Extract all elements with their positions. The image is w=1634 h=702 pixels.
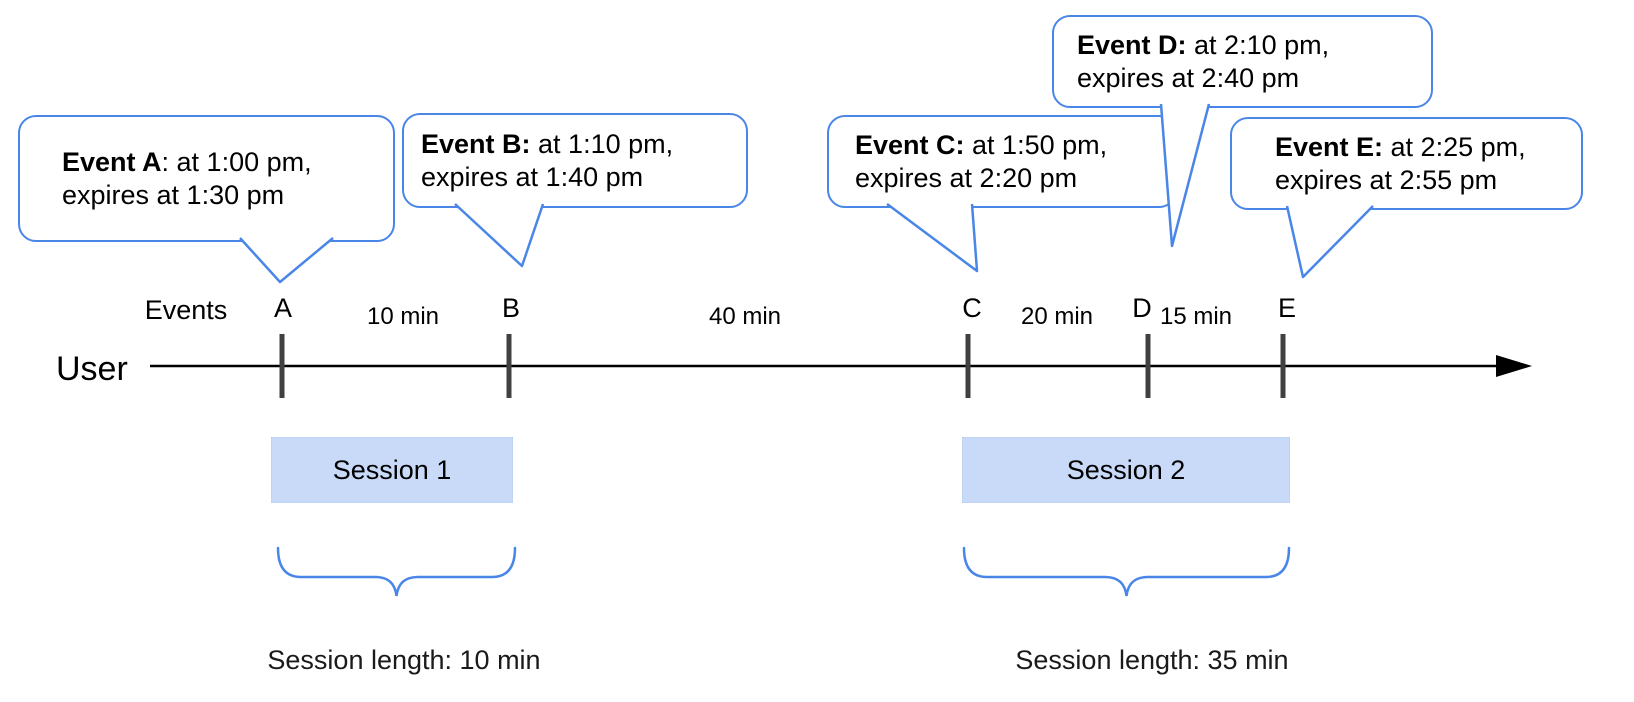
session-2-box: Session 2 [962,437,1290,503]
tick-label-e: E [1277,293,1296,323]
callout-tail-b [454,203,545,268]
gap-label-c-d: 20 min [1020,303,1094,330]
session-2-brace [962,546,1291,597]
session-2-length-label: Session length: 35 min [1015,645,1289,675]
event-b-line1: Event B: at 1:10 pm, [421,128,674,159]
gap-label-b-c: 40 min [708,303,782,330]
event-d-line2: expires at 2:40 pm [1077,62,1300,93]
event-e-line1: Event E: at 2:25 pm, [1275,131,1526,162]
tick-label-d: D [1132,293,1152,323]
event-a-line1: Event A: at 1:00 pm, [62,146,312,177]
event-d-callout: Event D: at 2:10 pm, expires at 2:40 pm [1052,15,1433,108]
event-c-callout: Event C: at 1:50 pm, expires at 2:20 pm [827,115,1177,208]
session-1-brace [276,546,517,597]
callout-tail-e [1285,205,1374,279]
event-b-line2: expires at 1:40 pm [421,161,644,192]
event-a-callout: Event A: at 1:00 pm, expires at 1:30 pm [18,115,395,242]
event-e-line2: expires at 2:55 pm [1275,164,1498,195]
gap-label-d-e: 15 min [1159,303,1233,330]
tick-label-b: B [501,293,520,323]
event-d-line1: Event D: at 2:10 pm, [1077,29,1330,60]
event-a-line2: expires at 1:30 pm [62,179,285,210]
callout-tail-c [886,202,979,273]
arrowhead-icon [1496,355,1532,377]
gap-label-a-b: 10 min [366,303,440,330]
event-c-line2: expires at 2:20 pm [855,162,1078,193]
user-axis-label: User [56,350,128,388]
event-b-callout: Event B: at 1:10 pm, expires at 1:40 pm [402,113,748,208]
session-1-box: Session 1 [271,437,513,503]
callout-tail-a [239,237,334,284]
event-c-line1: Event C: at 1:50 pm, [855,129,1108,160]
session-2-label: Session 2 [1066,454,1186,485]
tick-label-a: A [273,293,292,323]
events-axis-label: Events [144,295,228,325]
session-1-label: Session 1 [332,454,452,485]
session-1-length-label: Session length: 10 min [267,645,541,675]
event-e-callout: Event E: at 2:25 pm, expires at 2:55 pm [1230,117,1583,210]
tick-label-c: C [962,293,982,323]
